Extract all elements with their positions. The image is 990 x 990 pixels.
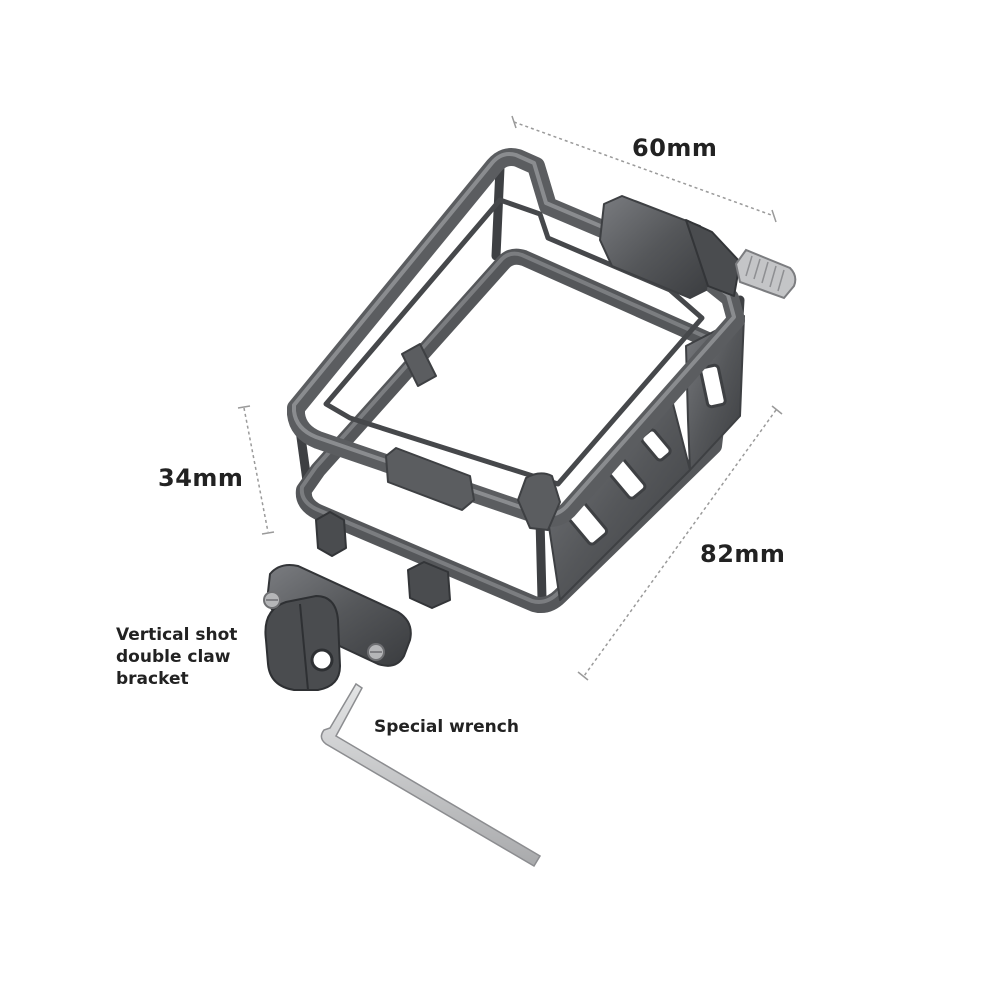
bracket-screw-icon xyxy=(367,643,385,661)
wrench-icon xyxy=(320,682,542,868)
bracket-label: Vertical shot double claw bracket xyxy=(116,624,237,690)
dimension-line-height xyxy=(237,405,275,535)
bracket-label-line: bracket xyxy=(116,669,189,689)
dimension-line-width xyxy=(511,115,777,223)
dimension-width-label: 60mm xyxy=(632,134,718,162)
bracket-screw-icon xyxy=(263,591,281,609)
dimension-line-length xyxy=(577,405,783,681)
bracket-label-line: double claw xyxy=(116,647,231,667)
bracket-label-line: Vertical shot xyxy=(116,625,238,645)
thumb-screw-icon xyxy=(734,248,797,300)
camera-cage xyxy=(287,148,745,613)
dimension-height-label: 34mm xyxy=(158,464,244,492)
wrench-label: Special wrench xyxy=(374,717,519,737)
dimension-length-label: 82mm xyxy=(700,540,786,568)
double-claw-bracket xyxy=(263,564,412,691)
